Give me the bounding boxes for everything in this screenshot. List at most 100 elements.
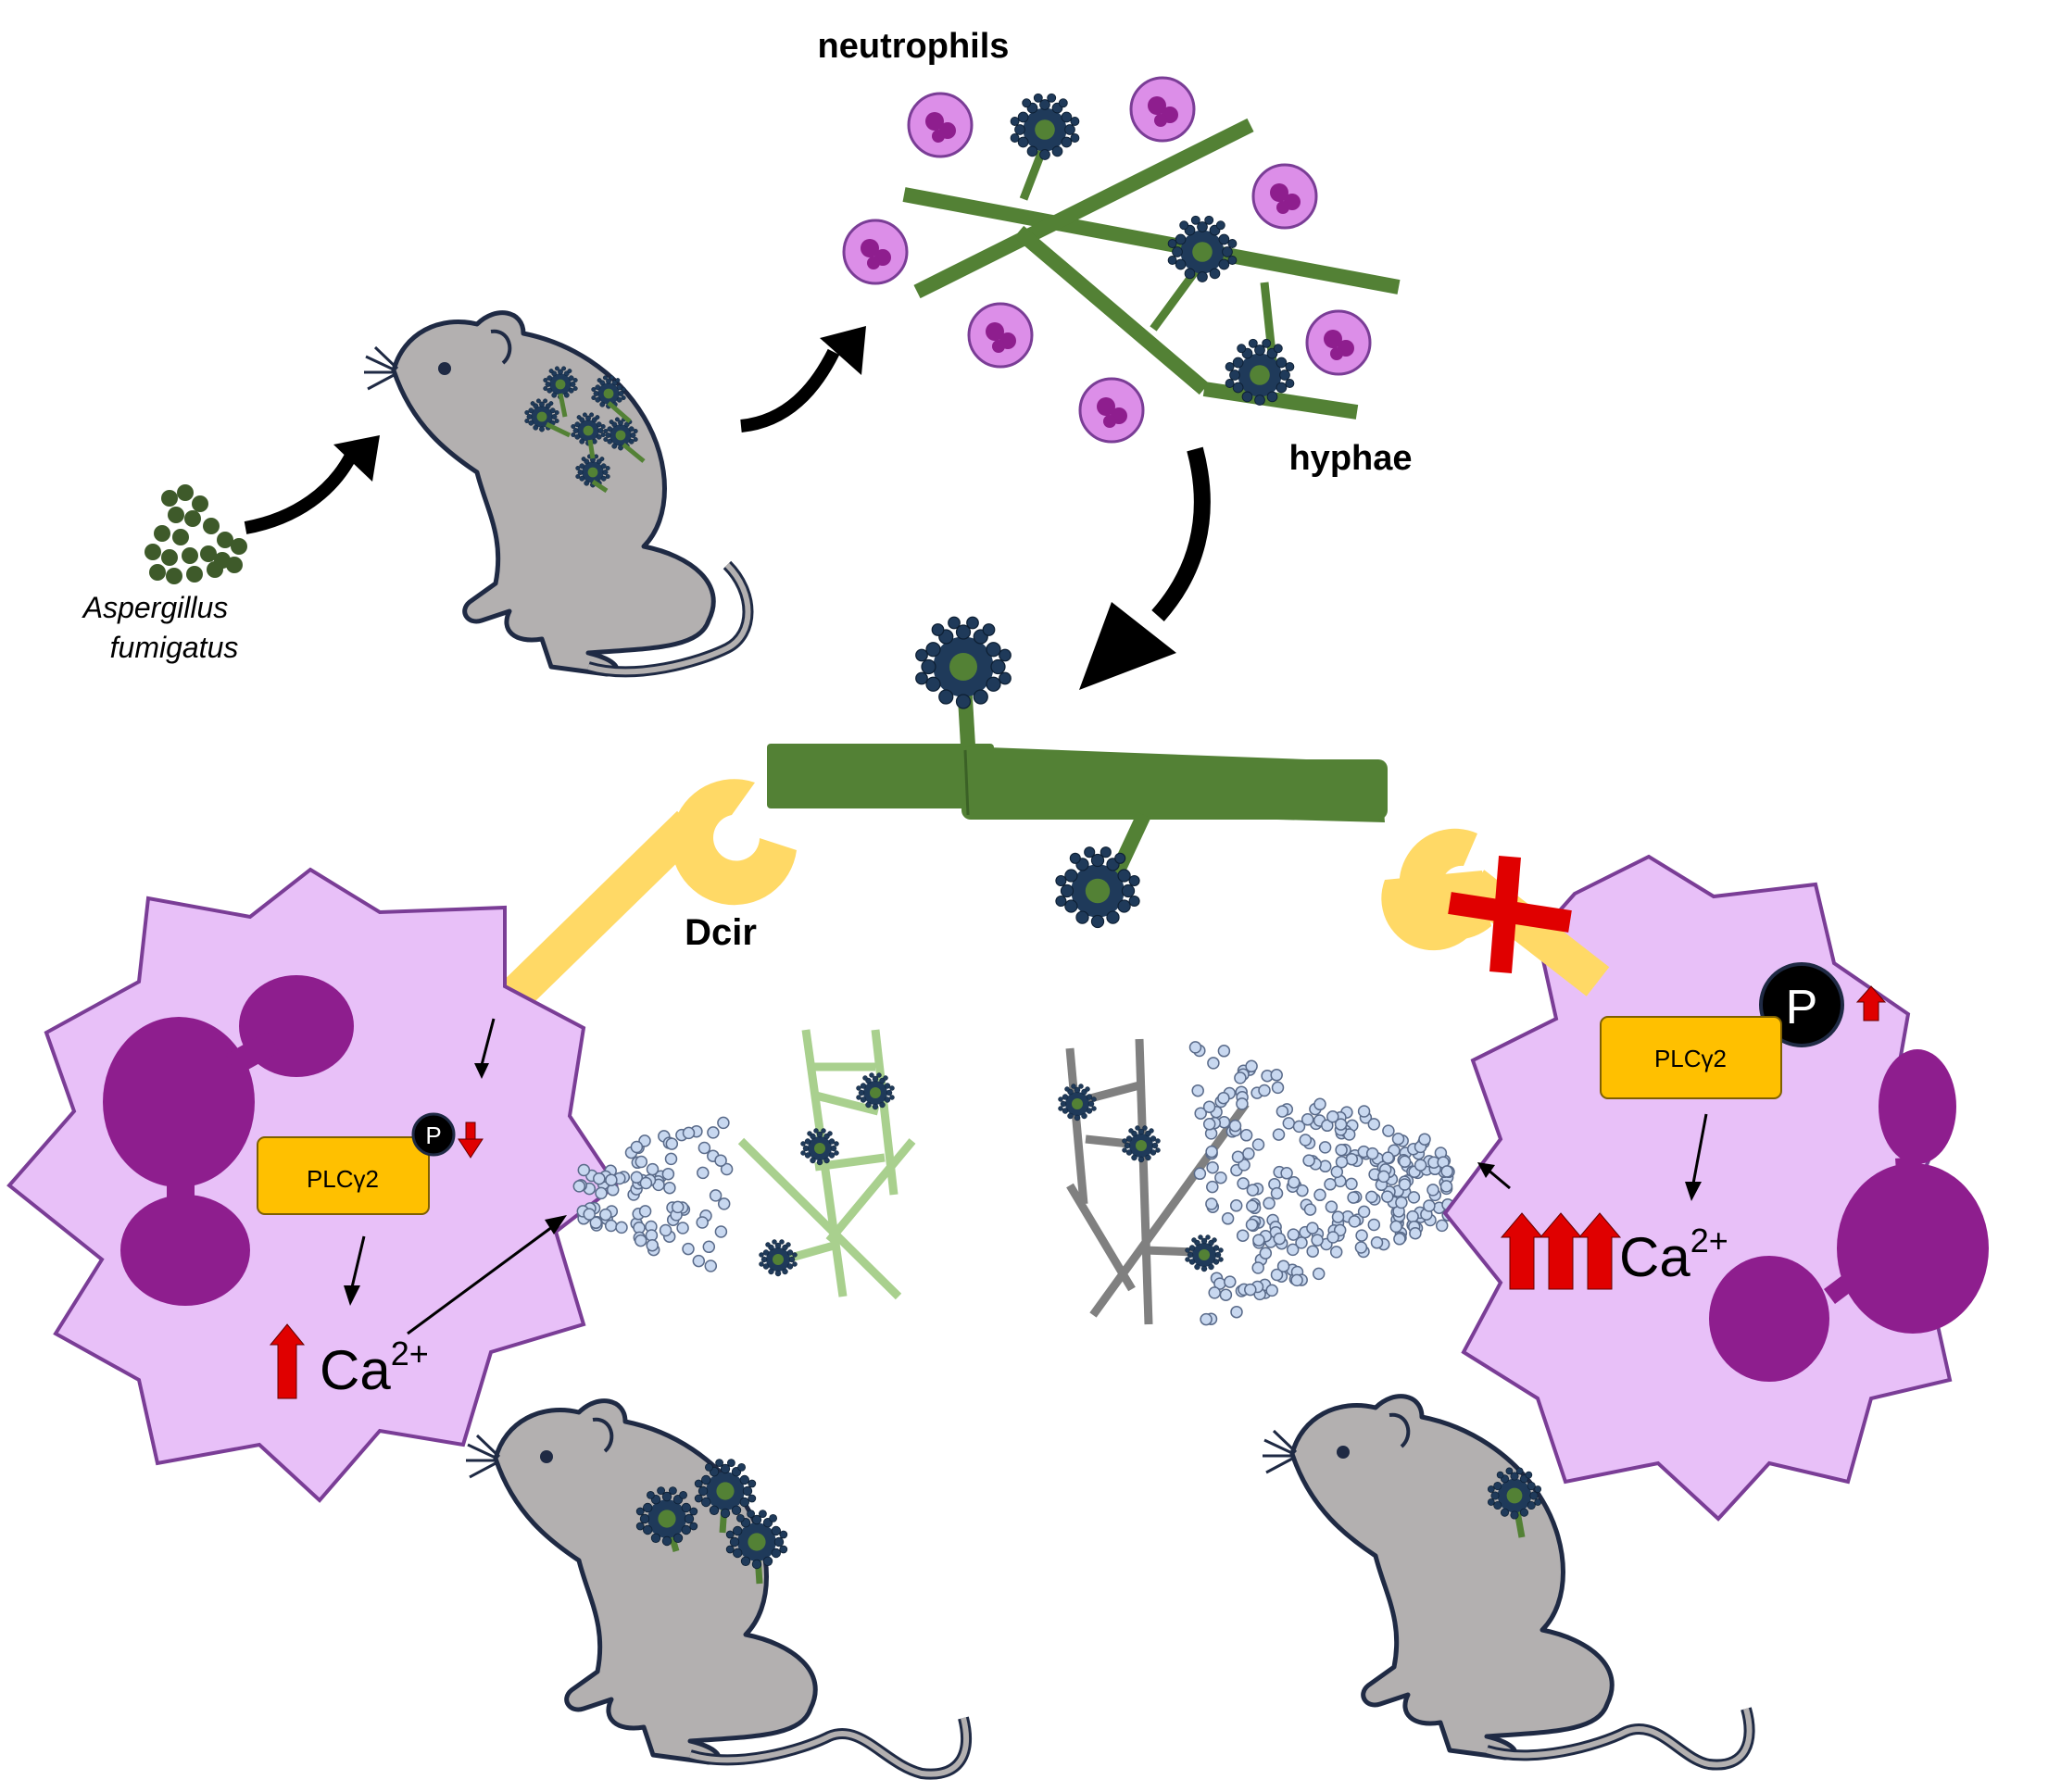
ros-particle: [638, 1205, 652, 1218]
ros-particle: [1389, 1220, 1402, 1234]
ros-particle: [604, 1219, 618, 1233]
ros-particle: [697, 1141, 711, 1155]
ros-particle: [1303, 1203, 1317, 1216]
ros-particle: [1246, 1184, 1260, 1197]
ros-particle: [1228, 1119, 1242, 1133]
ros-particle: [1365, 1190, 1378, 1204]
ros-particle: [1311, 1234, 1324, 1247]
neutrophil-small-5: [967, 302, 1034, 369]
ros-particle: [1306, 1245, 1319, 1258]
ros-particle: [1439, 1180, 1453, 1193]
down-arrow-red-left: [458, 1122, 484, 1159]
ros-particle: [1194, 1107, 1207, 1120]
conidiophore-light-2: [800, 1128, 839, 1166]
ros-particle: [1245, 1059, 1258, 1073]
ros-particle: [1435, 1219, 1449, 1233]
mouse-infected: [364, 313, 754, 678]
phospho-badge-left: P: [411, 1112, 456, 1157]
ros-particle: [1324, 1178, 1337, 1191]
neutrophil-small-2: [1129, 76, 1196, 143]
ros-particle: [1414, 1159, 1427, 1172]
up-arrow-red-left: [269, 1323, 306, 1399]
ros-particle: [1234, 1071, 1247, 1084]
hyphae-label: hyphae: [1288, 439, 1412, 478]
arrow-to-zoom: [1079, 446, 1211, 690]
nucleus-left: [103, 975, 354, 1306]
ros-particle: [1321, 1119, 1334, 1133]
ros-particle: [1217, 1045, 1231, 1058]
ros-particle: [665, 1137, 679, 1150]
ros-particle: [1230, 1305, 1243, 1319]
hyphae-damaged-light: [737, 1029, 916, 1300]
ros-particle: [1282, 1117, 1296, 1130]
nucleus-right: [1709, 1049, 1989, 1382]
ros-particle: [1276, 1259, 1290, 1272]
neutrophil-small-3: [1251, 163, 1318, 230]
ros-particle: [1355, 1229, 1368, 1242]
ros-particle: [1329, 1246, 1343, 1259]
hypha-large: [767, 666, 1388, 888]
ros-particle: [697, 1166, 710, 1180]
ros-particle: [1409, 1226, 1422, 1240]
ros-particle: [671, 1200, 685, 1214]
ros-particle: [1357, 1205, 1371, 1219]
conidiophore-grey-2: [1122, 1125, 1161, 1163]
ros-particle: [1292, 1120, 1306, 1134]
ros-particle: [1357, 1105, 1371, 1118]
ros-particle: [682, 1242, 695, 1256]
mouse-susceptible: [466, 1401, 972, 1780]
ros-particle: [1251, 1261, 1264, 1274]
neutrophil-small-4: [842, 219, 909, 285]
ros-particle: [659, 1223, 672, 1237]
ros-particle: [1206, 1160, 1219, 1174]
ros-particle: [1214, 1171, 1227, 1184]
ros-particle: [1426, 1184, 1439, 1197]
ros-particle: [1367, 1118, 1381, 1131]
ros-particle: [1270, 1186, 1284, 1200]
ros-particle: [1202, 1118, 1216, 1131]
ros-particle: [1326, 1110, 1339, 1123]
ros-particle: [717, 1197, 731, 1210]
ros-particle: [696, 1216, 709, 1229]
ros-particle: [1202, 1100, 1216, 1113]
ros-particle: [1242, 1147, 1255, 1160]
conidiophore-grey-1: [1058, 1084, 1097, 1122]
ros-particle: [1393, 1233, 1406, 1246]
ros-particle: [714, 1225, 728, 1238]
ros-particle: [630, 1171, 644, 1184]
ros-particle: [1395, 1196, 1408, 1209]
ros-particle: [1286, 1243, 1300, 1257]
ros-cloud-left: [572, 1116, 734, 1272]
ros-particle: [639, 1176, 653, 1190]
ros-particle: [1205, 1145, 1218, 1159]
ros-particle: [1354, 1241, 1368, 1254]
ros-particle: [1331, 1210, 1345, 1223]
up-arrow-red-right-small: [1855, 985, 1887, 1021]
ros-particle: [1406, 1209, 1419, 1223]
ros-particle: [1200, 1312, 1213, 1326]
ros-particle: [1219, 1288, 1233, 1301]
ros-particle: [1236, 1229, 1250, 1242]
ros-particle: [1313, 1188, 1326, 1202]
ros-particle: [692, 1254, 706, 1268]
plc-box-left: PLCγ2: [257, 1136, 430, 1215]
ros-particle: [646, 1238, 659, 1252]
conidiophore-grey-3: [1185, 1234, 1224, 1272]
ros-particle: [1326, 1231, 1339, 1244]
ros-particle: [1270, 1069, 1283, 1082]
ros-particle: [1237, 1177, 1250, 1190]
red-x-icon: [1448, 856, 1572, 973]
ros-particle: [1318, 1141, 1332, 1154]
ros-particle: [1398, 1155, 1412, 1169]
conidiophore-large-top: [915, 616, 1012, 709]
ros-particle: [1224, 1275, 1237, 1288]
ros-particle: [1272, 1128, 1286, 1141]
ros-particle: [1245, 1218, 1259, 1232]
ros-particle: [1265, 1284, 1278, 1297]
ros-particle: [1381, 1151, 1395, 1164]
ros-cloud-right: [1188, 1041, 1455, 1326]
ros-particle: [1276, 1105, 1289, 1118]
ros-particle: [1239, 1129, 1253, 1142]
ros-particle: [1244, 1283, 1257, 1297]
ros-particle: [1440, 1165, 1453, 1178]
